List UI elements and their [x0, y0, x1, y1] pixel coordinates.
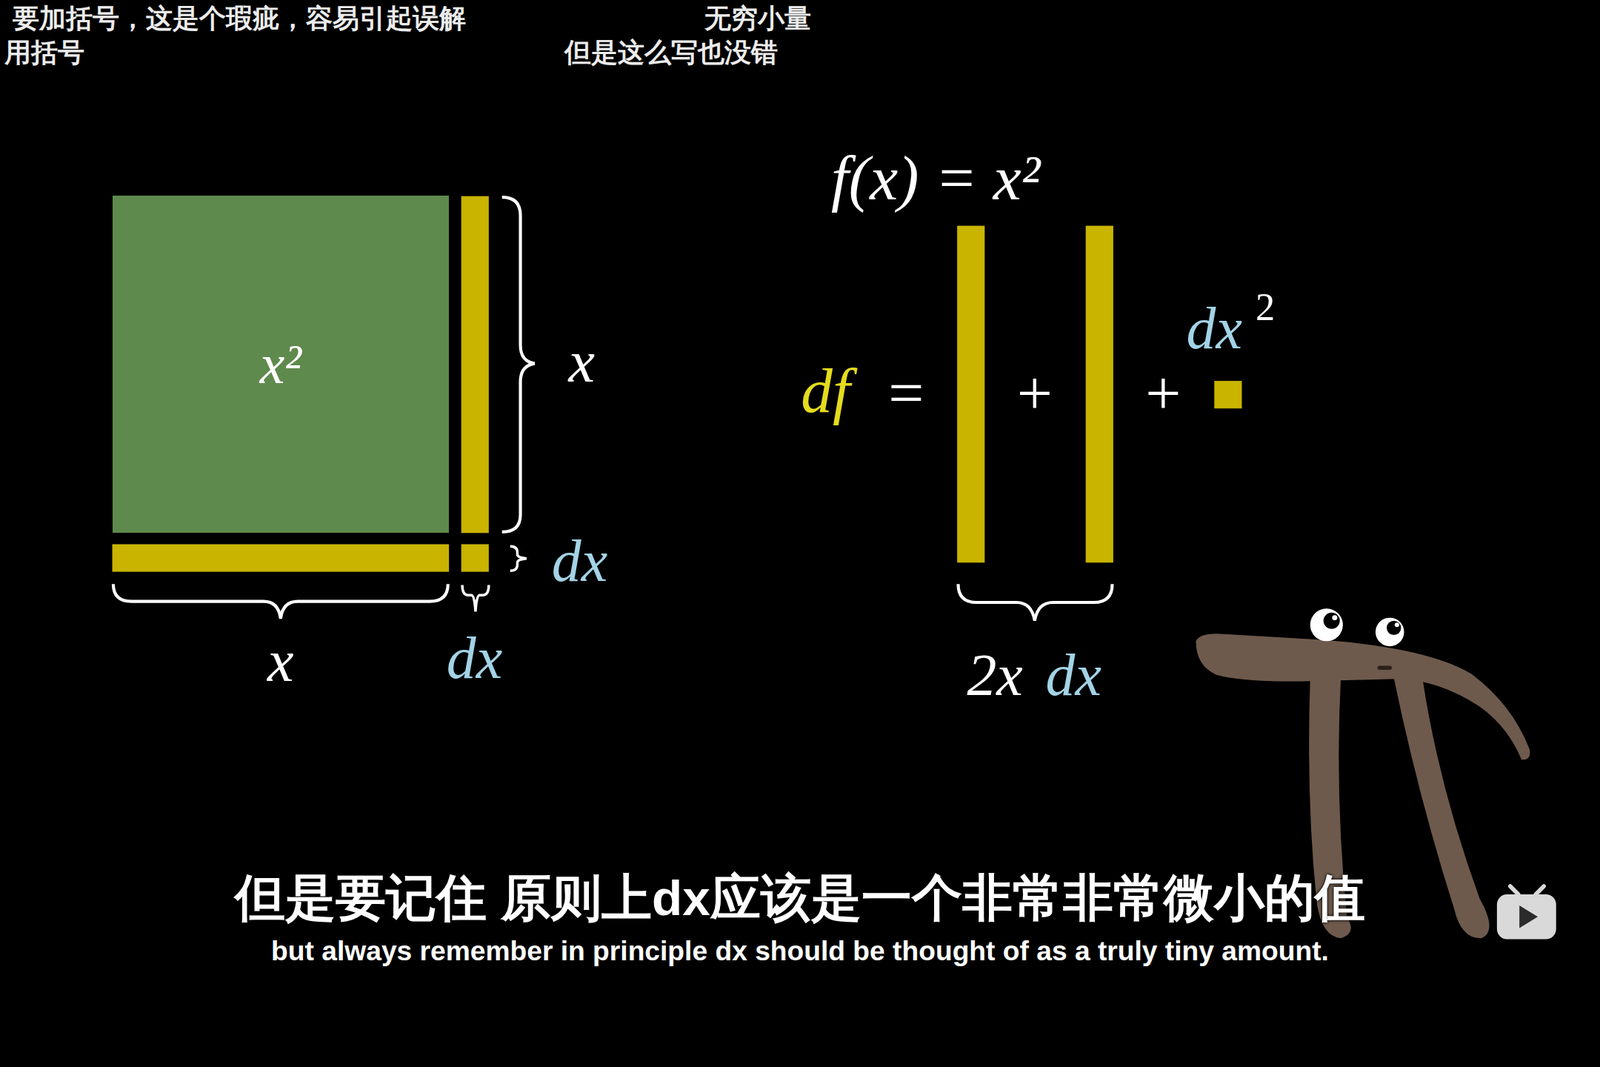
yellow-strip [112, 543, 450, 572]
brace [502, 197, 535, 532]
dimension-label: x [568, 332, 595, 392]
subtitle-english: but always remember in principle dx shou… [271, 937, 1329, 965]
video-logo [1497, 885, 1557, 940]
yellow-strip [957, 225, 985, 563]
term-label: dx [1045, 645, 1101, 706]
brace [510, 545, 527, 571]
danmaku-comment: 但是这么写也没错 [564, 40, 778, 67]
plus-sign: + [1145, 361, 1181, 425]
exponent: 2 [1255, 287, 1275, 326]
pi-eyes [1310, 608, 1405, 646]
danmaku-comment: 无穷小量 [704, 5, 812, 33]
brace [113, 583, 449, 619]
equals-sign: = [888, 361, 924, 425]
plus-sign: + [1017, 361, 1053, 425]
brace [462, 585, 489, 612]
dimension-label: dx [551, 531, 608, 592]
dimension-label: x [267, 631, 294, 692]
function-definition: f(x) = x² [831, 146, 1040, 210]
area-label: x² [260, 331, 302, 397]
danmaku-comment: 用括号 [4, 40, 85, 67]
term-label: dx [1186, 299, 1243, 359]
yellow-corner [461, 543, 489, 572]
yellow-strip [1085, 225, 1114, 563]
subtitle-chinese: 但是要记住 原则上dx应该是一个非常非常微小的值 [234, 872, 1366, 923]
brace [958, 583, 1113, 621]
area-square: x² [112, 195, 450, 533]
differential-label: df [800, 359, 850, 423]
dimension-label: dx [446, 628, 503, 689]
term-label: 2x [966, 645, 1023, 706]
danmaku-comment: 要加括号，这是个瑕疵，容易引起误解 [12, 5, 466, 33]
yellow-strip [461, 196, 489, 534]
yellow-corner [1214, 380, 1242, 409]
